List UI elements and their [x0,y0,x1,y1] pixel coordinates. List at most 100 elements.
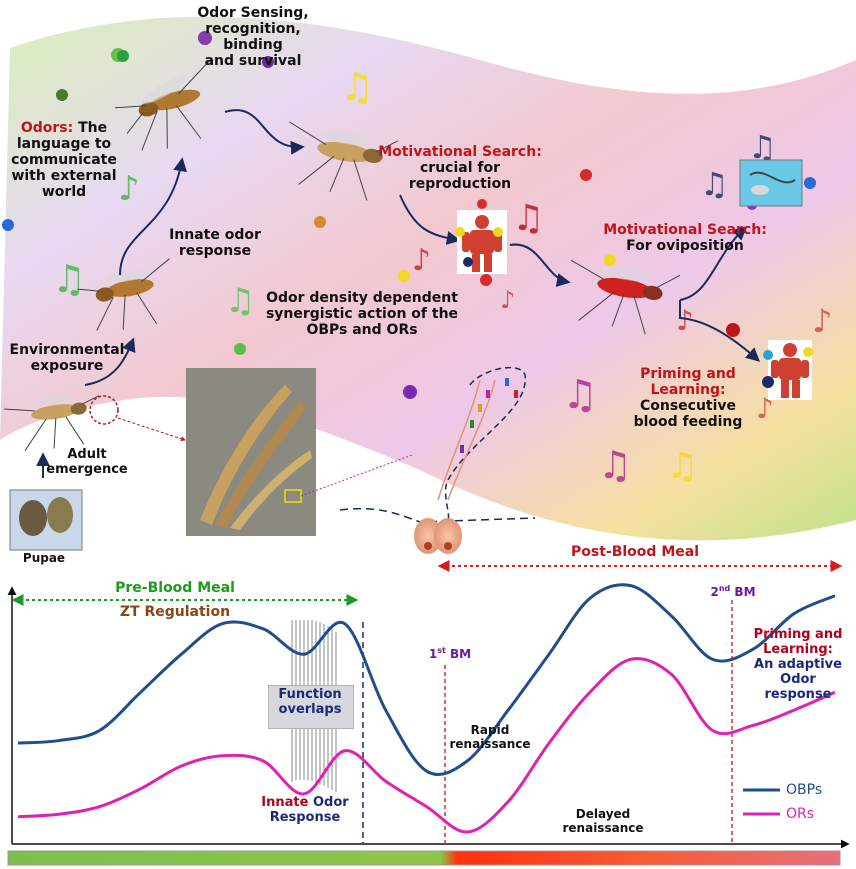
response-word: Response [269,809,341,825]
line: renaissance [562,820,644,835]
line: Innate Odor [250,795,360,811]
chart-axes [7,586,850,849]
svg-text:♫: ♫ [700,165,729,203]
innate-odor-response-label: Innate Odor Response [250,795,360,826]
svg-text:♫: ♫ [225,281,255,321]
line: An adaptive [754,656,842,672]
line: Delayed [575,807,631,821]
svg-text:♫: ♫ [52,257,86,301]
line: For oviposition [626,238,744,255]
second-bm-suffix: BM [730,585,756,599]
mosquito-icon-3 [77,258,170,331]
line: synergistic action of the [265,306,459,323]
obps-series-line [17,583,836,776]
wave-band [0,16,856,541]
mosquito-icon-1 [114,59,212,151]
svg-text:♪: ♪ [500,286,515,314]
mosquito-icon-4 [4,394,100,451]
line: Priming and [753,627,843,642]
line: world [41,184,87,201]
line: response [764,686,832,702]
line: Function [278,687,342,702]
mosquito-icon-5 [570,259,681,335]
line: Learning: [763,641,833,657]
pupae-photo [9,489,83,551]
svg-text:♪: ♪ [756,392,774,425]
priming-learning-top-label: Priming and Learning: Consecutive blood … [628,366,748,430]
adult-emergence-label: Adult emergence [42,447,132,478]
line: language to [16,136,112,153]
second-bm-sup: nd [718,584,731,593]
odor-sensing-label: Odor Sensing, recognition, binding and s… [178,5,328,69]
odor-word: Odor [312,795,349,810]
arrow-host-to-blood [509,243,571,287]
flow-arrows [36,109,761,478]
line: crucial for [419,160,500,177]
innate-word: Innate [261,795,309,810]
arrow-env-to-innate [84,337,136,386]
second-bm-label: 2nd BM [708,584,758,600]
odors-title: Odors: [20,120,74,136]
oviposition-photo [739,159,803,207]
second-bm-num: 2 [710,585,719,599]
line: blood feeding [633,414,743,431]
line: overlaps [278,701,342,717]
rapid-renaissance-label: Rapid renaissance [440,723,540,752]
innate-odor-label: Innate odor response [160,227,270,259]
mosquito-icon-2 [289,121,398,201]
odors-label: Odors: The language to communicate with … [4,120,124,200]
line: OBPs and ORs [306,322,418,339]
line: Odor [780,671,816,687]
line: exposure [30,358,104,375]
line: response [178,243,252,260]
arrow-sensing [224,109,305,155]
function-overlaps-label: Function overlaps [268,687,352,718]
pupae-label: Pupae [22,551,66,565]
svg-text:♫: ♫ [512,198,544,239]
arrow-to-priming [679,300,761,362]
pre-blood-meal-label: Pre-Blood Meal [115,580,235,596]
svg-text:♫: ♫ [666,446,698,487]
line: renaissance [449,736,531,751]
zt-regulation-label: ZT Regulation [119,604,231,620]
human-host-icon-1 [455,199,507,274]
line: Priming and [640,366,736,382]
line: Rapid [470,723,510,737]
ors-series-line [17,657,836,834]
line: and survival [204,53,302,70]
line: Consecutive [639,398,737,415]
odor-density-label: Odor density dependent synergistic actio… [262,290,462,338]
first-bm-sup: st [437,646,446,655]
legend-obps-label: OBPs [786,782,823,798]
line: Odor density dependent [266,290,458,306]
arrow-innate-up [119,157,187,276]
legend-ors-label: ORs [786,806,815,822]
antenna-pointer-arrow [117,417,186,442]
line: Adult [67,447,107,462]
line: Odor Sensing, [197,5,309,21]
svg-text:♪: ♪ [412,243,431,278]
line: Environmental [9,342,125,358]
priming-learning-bottom-label: Priming and Learning: An adaptive Odor r… [742,627,854,703]
line: recognition, binding [205,21,301,54]
line: Innate odor [169,227,261,243]
line: Motivational Search: [603,222,767,238]
motivational-search-2-label: Motivational Search: For oviposition [585,222,785,254]
antenna-highlight-circle [89,395,119,425]
first-bm-num: 1 [428,647,438,661]
svg-text:♪: ♪ [812,302,832,340]
svg-text:♫: ♫ [598,443,632,487]
line: emergence [46,461,128,477]
odor-dots [2,31,816,399]
line: Odors: The [4,120,124,136]
arrow-to-host [399,194,461,245]
svg-text:♫: ♫ [340,65,374,109]
line: Motivational Search: [378,144,542,160]
antenna-micrograph [186,368,413,536]
svg-text:♫: ♫ [562,372,598,418]
motivational-search-1-label: Motivational Search: crucial for reprodu… [360,144,560,192]
line: Learning: [650,382,726,399]
post-blood-meal-label: Post-Blood Meal [571,544,699,560]
